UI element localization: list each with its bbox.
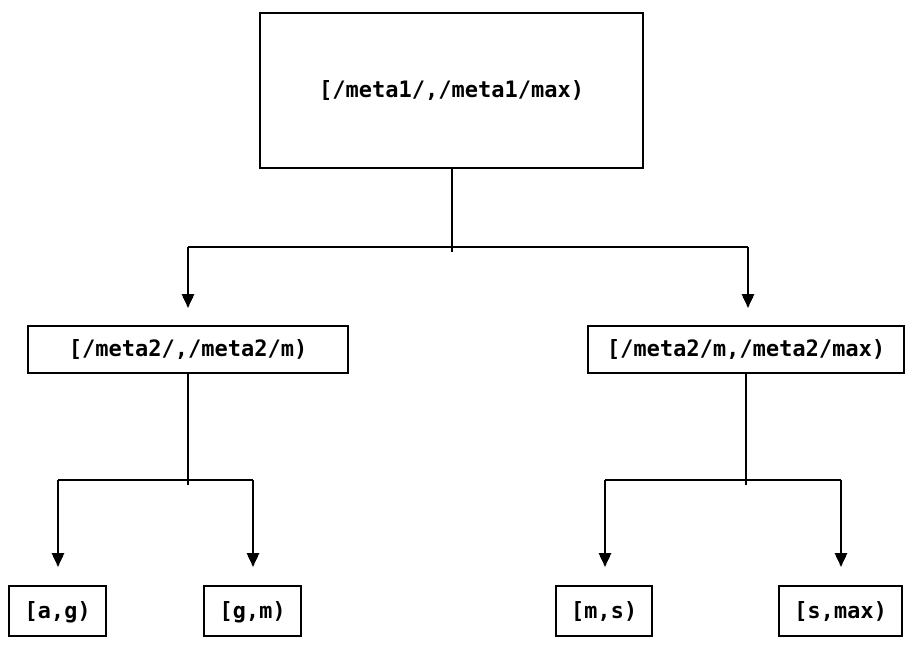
node-leaf-g-m-label: [g,m)	[219, 598, 286, 624]
node-root-label: [/meta1/,/meta1/max)	[319, 78, 584, 103]
node-leaf-s-max: [s,max)	[778, 585, 903, 637]
node-leaf-s-max-label: [s,max)	[794, 598, 887, 624]
node-right-child: [/meta2/m,/meta2/max)	[587, 325, 905, 374]
node-leaf-m-s-label: [m,s)	[570, 598, 638, 624]
node-leaf-g-m: [g,m)	[203, 585, 302, 637]
node-leaf-a-g-label: [a,g)	[24, 598, 91, 624]
node-root: [/meta1/,/meta1/max)	[259, 12, 644, 169]
node-right-child-label: [/meta2/m,/meta2/max)	[606, 337, 886, 362]
node-leaf-a-g: [a,g)	[8, 585, 107, 637]
node-left-child: [/meta2/,/meta2/m)	[27, 325, 349, 374]
arrowhead-down-icon	[741, 294, 755, 308]
arrowhead-down-icon	[181, 294, 195, 308]
arrowhead-down-icon	[834, 553, 848, 567]
arrowhead-down-icon	[598, 553, 612, 567]
arrowhead-down-icon	[51, 553, 65, 567]
arrowhead-down-icon	[246, 553, 260, 567]
node-left-child-label: [/meta2/,/meta2/m)	[68, 337, 308, 362]
node-leaf-m-s: [m,s)	[555, 585, 653, 637]
